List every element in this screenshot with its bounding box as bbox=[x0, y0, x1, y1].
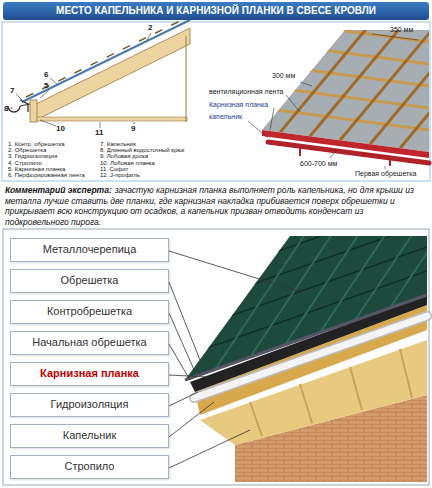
part-name-box: Контробрешетка bbox=[10, 300, 169, 324]
part-label: Карнизная планка bbox=[208, 101, 269, 109]
callout-number: 6 bbox=[44, 70, 48, 79]
part-name: Металлочерепица bbox=[43, 243, 137, 256]
legend-item: 9. Лобовая доска bbox=[100, 153, 148, 160]
expert-comment: Комментарий эксперта:зачастую карнизная … bbox=[5, 185, 427, 227]
part-name: Капельник bbox=[63, 429, 116, 442]
dimension-label: 600-700 мм bbox=[300, 160, 337, 168]
part-name: Контробрешетка bbox=[47, 305, 132, 318]
comment-heading: Комментарий эксперта: bbox=[5, 185, 112, 195]
part-name: Обрешетка bbox=[61, 274, 119, 287]
dimension-label: 350 мм bbox=[390, 26, 413, 34]
legend-item: 6. Перфорированная лента bbox=[8, 172, 85, 179]
legend-item: 4. Стропило bbox=[8, 160, 42, 167]
eave-section bbox=[8, 16, 190, 128]
legend-item: 5. Карнизная планка bbox=[8, 166, 65, 173]
callout-number: 10 bbox=[56, 124, 65, 133]
callout-number: 8 bbox=[4, 104, 8, 113]
part-name-box: Карнизная планка bbox=[10, 362, 169, 386]
callout-number: 9 bbox=[131, 124, 135, 133]
part-name: Карнизная планка bbox=[40, 367, 139, 380]
callout-number: 5 bbox=[44, 81, 48, 90]
legend-item: 1. Контр. обрешетка bbox=[8, 141, 64, 148]
dimension-label: 300 мм bbox=[272, 72, 295, 80]
legend-item: 2. Обрешетка bbox=[8, 147, 46, 154]
callout-number: 2 bbox=[148, 23, 152, 32]
legend-item: 3. Гидроизоляция bbox=[8, 153, 57, 160]
part-label: вентиляционная лента bbox=[208, 88, 284, 96]
roof-perspective bbox=[200, 12, 432, 169]
legend-item: 11. Софит bbox=[100, 166, 128, 173]
part-name: Начальная обрешетка bbox=[32, 336, 146, 349]
part-name: Гидроизоляция bbox=[51, 398, 129, 411]
legend-item: 8. Длинный водосточный крюк bbox=[100, 147, 184, 154]
part-name-box: Обрешетка bbox=[10, 269, 169, 293]
part-label: Первая обрешетка bbox=[355, 170, 416, 178]
part-name-box: Стропило bbox=[10, 455, 169, 479]
part-name-box: Начальная обрешетка bbox=[10, 331, 169, 355]
callout-number: 11 bbox=[95, 128, 103, 137]
legend-item: 7. Капельник bbox=[100, 141, 136, 148]
roof-photo bbox=[150, 68, 432, 482]
legend-item: 12. J-профиль bbox=[100, 172, 140, 179]
part-name: Стропило bbox=[65, 460, 115, 473]
part-name-box: Гидроизоляция bbox=[10, 393, 169, 417]
part-name-box: Металлочерепица bbox=[10, 238, 169, 262]
callout-number: 7 bbox=[10, 86, 14, 95]
part-label: капельник bbox=[208, 113, 243, 121]
part-name-box: Капельник bbox=[10, 424, 169, 448]
legend-item: 10. Лобовая планка bbox=[100, 160, 155, 167]
title-text: МЕСТО КАПЕЛЬНИКА И КАРНИЗНОЙ ПЛАНКИ В СВ… bbox=[3, 2, 429, 20]
